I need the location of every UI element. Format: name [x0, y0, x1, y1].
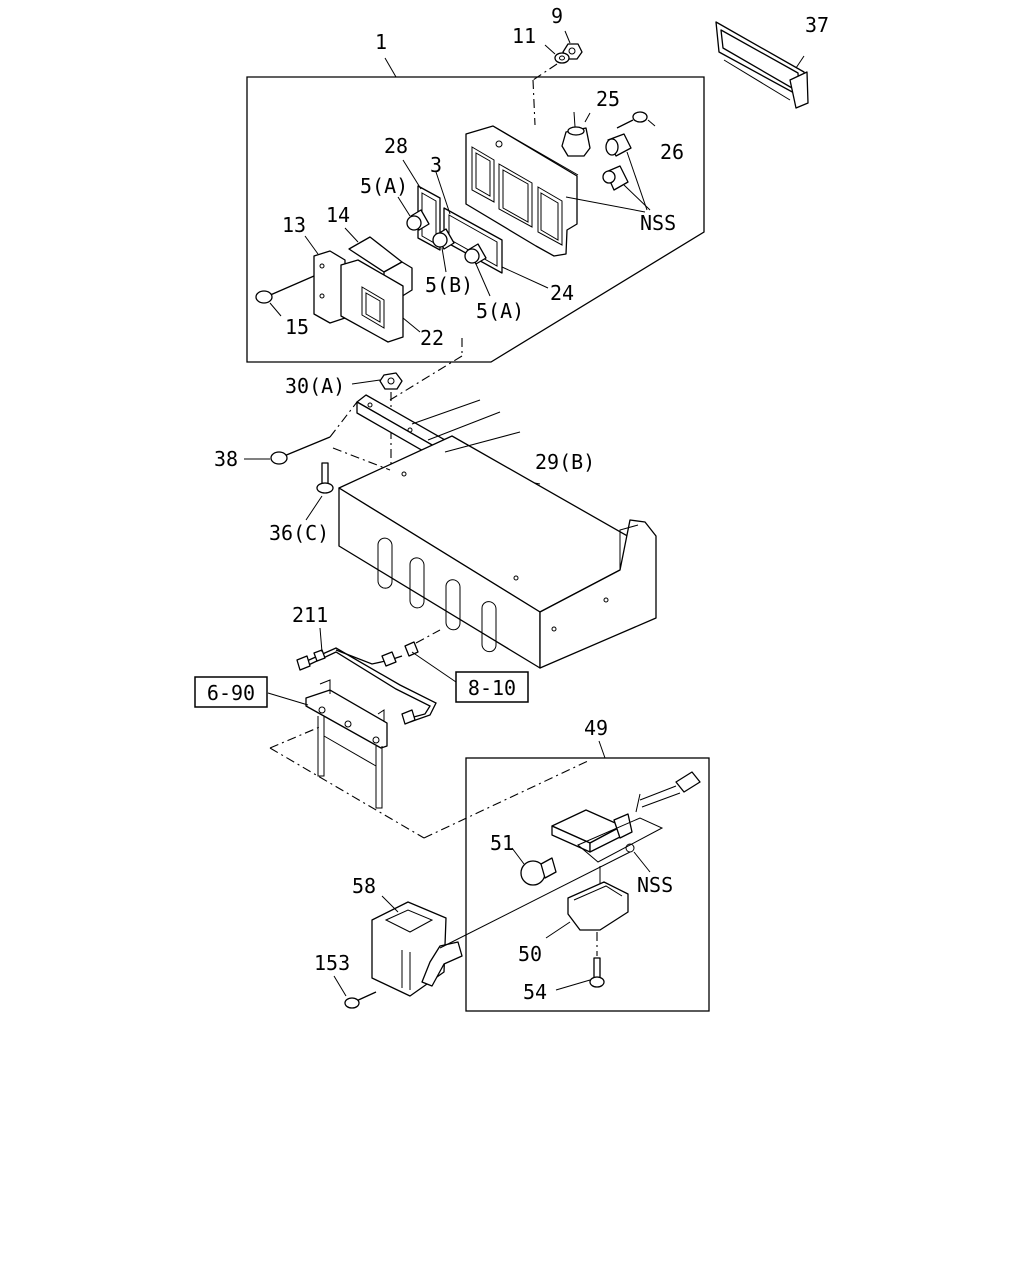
part-38-bolt	[244, 436, 331, 465]
nss-small-parts-upper	[565, 133, 651, 213]
callout-11: 11	[512, 24, 536, 48]
lamp-housing	[465, 125, 579, 257]
part-5b-bulb	[432, 228, 455, 273]
callout-22: 22	[420, 326, 444, 350]
callout-labels: 1 9 11 37 25 26 28 3 5(A) NSS 13 14 5(B)…	[214, 4, 829, 1004]
callout-3: 3	[430, 153, 442, 177]
callout-24: 24	[550, 281, 574, 305]
callout-51: 51	[490, 831, 514, 855]
part-37-lens	[715, 21, 809, 109]
callout-36c: 36(C)	[269, 521, 329, 545]
callout-14: 14	[326, 203, 350, 227]
part-54-screw	[555, 932, 605, 991]
part-36c-bolt	[305, 462, 334, 521]
callout-37: 37	[805, 13, 829, 37]
callout-211: 211	[292, 603, 328, 627]
callout-29b: 29(B)	[535, 450, 595, 474]
part-153-screw	[333, 975, 377, 1009]
reference-8-10-box[interactable]: 8-10	[455, 671, 529, 703]
mounting-bracket-stand	[267, 679, 388, 809]
callout-58: 58	[352, 874, 376, 898]
part-211-harness	[296, 627, 457, 725]
callout-nss-lower: NSS	[637, 873, 673, 897]
part-22-bracket	[340, 259, 421, 343]
reference-6-90-label: 6-90	[207, 681, 255, 705]
reference-6-90-box[interactable]: 6-90	[194, 676, 268, 708]
license-lamp-unit	[551, 771, 701, 863]
part-58-lamp	[371, 895, 463, 997]
part-15-screw	[255, 275, 315, 317]
part-50-cover	[545, 866, 629, 939]
lamp-assembly-group	[246, 57, 705, 363]
vehicle-frame-box	[338, 435, 657, 669]
callout-5b: 5(B)	[425, 273, 473, 297]
part-11-washer	[544, 44, 570, 64]
callout-28: 28	[384, 134, 408, 158]
callout-nss-upper: NSS	[640, 211, 676, 235]
part-13-plate	[304, 235, 346, 324]
part-25-socket	[561, 111, 591, 157]
part-30a-nut	[351, 372, 403, 390]
callout-1: 1	[375, 30, 387, 54]
license-lamp-group	[465, 740, 710, 1012]
callout-13: 13	[282, 213, 306, 237]
reference-8-10-label: 8-10	[468, 676, 516, 700]
callout-26: 26	[660, 140, 684, 164]
part-51-bulb	[511, 847, 557, 886]
callout-38: 38	[214, 447, 238, 471]
part-5a-bulb-right	[464, 243, 491, 297]
callout-5a-left: 5(A)	[360, 174, 408, 198]
part-26-screw	[616, 111, 656, 129]
callout-5a-right: 5(A)	[476, 299, 524, 323]
callout-153: 153	[314, 951, 350, 975]
callout-25: 25	[596, 87, 620, 111]
callout-49: 49	[584, 716, 608, 740]
callout-9: 9	[551, 4, 563, 28]
callout-30a: 30(A)	[285, 374, 345, 398]
callout-54: 54	[523, 980, 547, 1004]
callout-15: 15	[285, 315, 309, 339]
part-5a-bulb-left	[397, 196, 430, 231]
frame-rails-hidden	[411, 399, 521, 453]
callout-50: 50	[518, 942, 542, 966]
